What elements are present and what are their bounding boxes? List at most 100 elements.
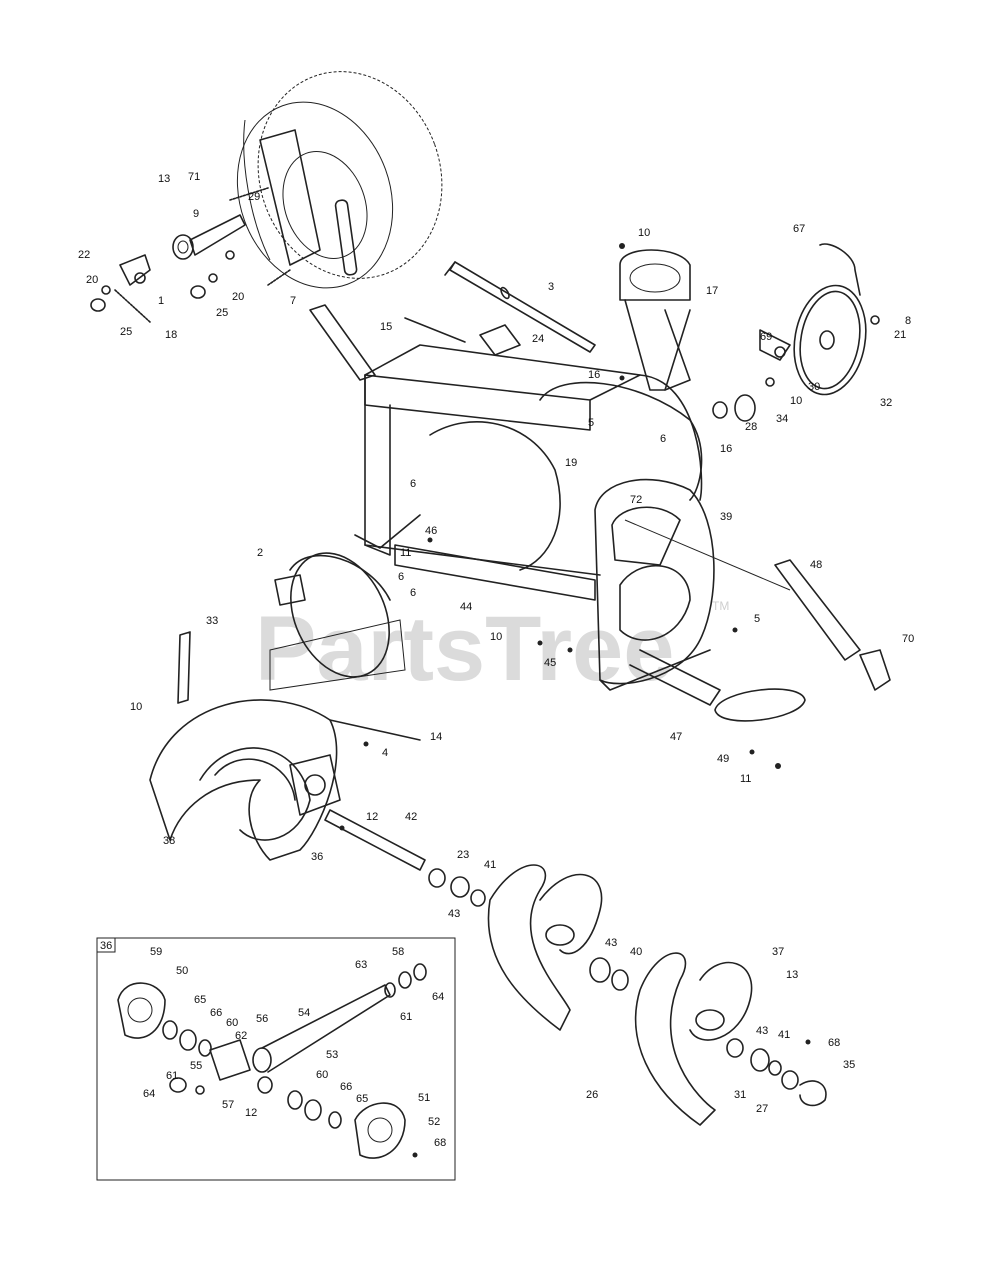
- callout[interactable]: 20: [232, 291, 244, 303]
- callout[interactable]: 57: [222, 1099, 234, 1111]
- callout[interactable]: 26: [586, 1089, 598, 1101]
- callout[interactable]: 65: [194, 994, 206, 1006]
- callout[interactable]: 16: [588, 369, 600, 381]
- callout[interactable]: 2: [257, 547, 263, 559]
- callout[interactable]: 52: [428, 1116, 440, 1128]
- callout[interactable]: 22: [78, 249, 90, 261]
- callout[interactable]: 24: [532, 333, 544, 345]
- callout[interactable]: 66: [210, 1007, 222, 1019]
- callout[interactable]: 11: [400, 547, 411, 559]
- callout[interactable]: 16: [720, 443, 732, 455]
- callout[interactable]: 55: [190, 1060, 202, 1072]
- callout[interactable]: 62: [235, 1030, 247, 1042]
- shaft-42: [324, 809, 426, 871]
- callout[interactable]: 28: [745, 421, 757, 433]
- callout[interactable]: 68: [828, 1037, 840, 1049]
- callout[interactable]: 58: [392, 946, 404, 958]
- callout[interactable]: 21: [894, 329, 906, 341]
- callout[interactable]: 68: [434, 1137, 446, 1149]
- callout[interactable]: 12: [366, 811, 378, 823]
- callout[interactable]: 13: [158, 173, 170, 185]
- callout[interactable]: 3: [548, 281, 554, 293]
- callout[interactable]: 1: [158, 295, 164, 307]
- callout[interactable]: 34: [776, 413, 788, 425]
- callout[interactable]: 41: [778, 1029, 790, 1041]
- callout[interactable]: 60: [226, 1017, 238, 1029]
- callout[interactable]: 10: [130, 701, 142, 713]
- callout[interactable]: 72: [630, 494, 642, 506]
- callout[interactable]: 64: [143, 1088, 155, 1100]
- shaft-14: [329, 719, 421, 741]
- callout[interactable]: 46: [425, 525, 437, 537]
- callout[interactable]: 65: [356, 1093, 368, 1105]
- callout[interactable]: 32: [880, 397, 892, 409]
- callout[interactable]: 64: [432, 991, 444, 1003]
- callout[interactable]: 41: [484, 859, 496, 871]
- impeller-plate: [269, 552, 406, 691]
- callout[interactable]: 14: [430, 731, 442, 743]
- callout[interactable]: 42: [405, 811, 417, 823]
- callout[interactable]: 37: [772, 946, 784, 958]
- callout[interactable]: 9: [193, 208, 199, 220]
- callout[interactable]: 70: [902, 633, 914, 645]
- callout[interactable]: 10: [490, 631, 502, 643]
- callout[interactable]: 25: [120, 326, 132, 338]
- callout[interactable]: 38: [163, 835, 175, 847]
- callout[interactable]: 20: [86, 274, 98, 286]
- callout[interactable]: 17: [706, 285, 718, 297]
- callout[interactable]: 63: [355, 959, 367, 971]
- callout[interactable]: 67: [793, 223, 805, 235]
- callout[interactable]: 53: [326, 1049, 338, 1061]
- callout[interactable]: 39: [720, 511, 732, 523]
- callout[interactable]: 23: [457, 849, 469, 861]
- callout[interactable]: 25: [216, 307, 228, 319]
- callout[interactable]: 10: [790, 395, 802, 407]
- callout[interactable]: 18: [165, 329, 177, 341]
- callout[interactable]: 6: [398, 571, 404, 583]
- callout[interactable]: 15: [380, 321, 392, 333]
- callout[interactable]: 31: [734, 1089, 746, 1101]
- shaft-3: [444, 261, 596, 353]
- callout[interactable]: 6: [410, 587, 416, 599]
- callout[interactable]: 66: [340, 1081, 352, 1093]
- callout[interactable]: 4: [382, 747, 388, 759]
- callout[interactable]: 43: [448, 908, 460, 920]
- callout[interactable]: 71: [188, 171, 200, 183]
- callout[interactable]: 60: [316, 1069, 328, 1081]
- callout[interactable]: 45: [544, 657, 556, 669]
- callout[interactable]: 49: [717, 753, 729, 765]
- callout[interactable]: 5: [754, 613, 760, 625]
- callout[interactable]: 51: [418, 1092, 430, 1104]
- callout[interactable]: 11: [740, 773, 751, 785]
- callout[interactable]: 19: [565, 457, 577, 469]
- callout[interactable]: 50: [176, 965, 188, 977]
- callout[interactable]: 35: [843, 1059, 855, 1071]
- callout[interactable]: 47: [670, 731, 682, 743]
- callout[interactable]: 48: [810, 559, 822, 571]
- callout[interactable]: 61: [166, 1070, 178, 1082]
- callout[interactable]: 33: [206, 615, 218, 627]
- callout[interactable]: 36: [311, 851, 323, 863]
- callout[interactable]: 7: [290, 295, 296, 307]
- callout[interactable]: 43: [605, 937, 617, 949]
- bearing-41: [450, 876, 470, 898]
- auger-housing: [309, 304, 721, 706]
- callout[interactable]: 69: [760, 331, 772, 343]
- callout[interactable]: 54: [298, 1007, 310, 1019]
- callout[interactable]: 8: [905, 315, 911, 327]
- callout[interactable]: 61: [400, 1011, 412, 1023]
- callout[interactable]: 6: [410, 478, 416, 490]
- callout[interactable]: 10: [638, 227, 650, 239]
- callout[interactable]: 13: [786, 969, 798, 981]
- callout[interactable]: 5: [588, 417, 594, 429]
- callout[interactable]: 12: [245, 1107, 257, 1119]
- callout[interactable]: 40: [630, 946, 642, 958]
- callout[interactable]: 27: [756, 1103, 768, 1115]
- callout[interactable]: 6: [660, 433, 666, 445]
- callout[interactable]: 29: [248, 191, 260, 203]
- callout[interactable]: 56: [256, 1013, 268, 1025]
- callout[interactable]: 44: [460, 601, 472, 613]
- callout[interactable]: 43: [756, 1025, 768, 1037]
- callout[interactable]: 30: [808, 381, 820, 393]
- callout[interactable]: 59: [150, 946, 162, 958]
